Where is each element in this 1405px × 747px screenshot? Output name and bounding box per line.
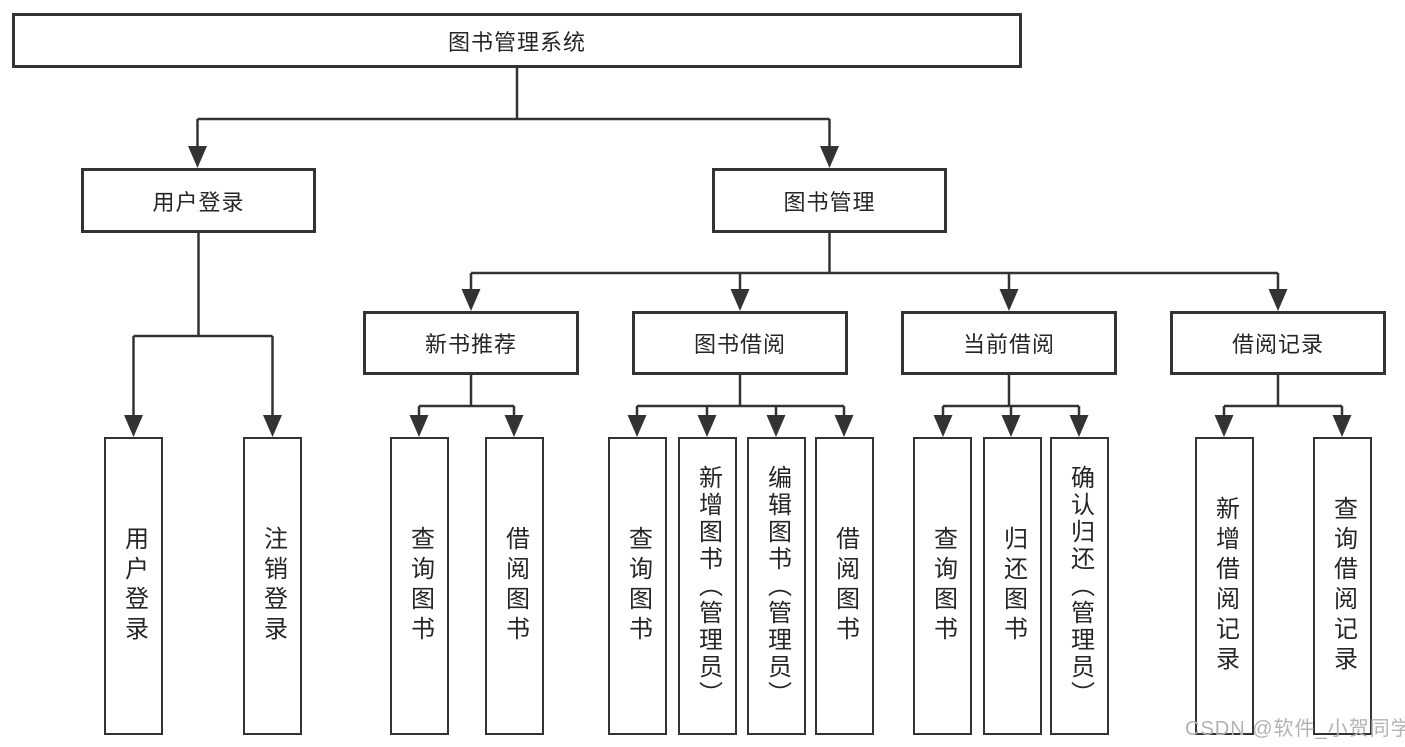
connector-book-borrow-to-leaves xyxy=(635,375,846,419)
connector-borrow-records-to-leaves xyxy=(1222,375,1344,419)
node-label: 新书推荐 xyxy=(424,332,517,357)
arrowhead xyxy=(766,415,786,437)
arrowhead xyxy=(409,415,429,437)
arrowhead xyxy=(504,415,524,437)
node-new-book-recommendation: 新书推荐 xyxy=(363,311,579,375)
arrowhead xyxy=(1214,415,1234,437)
node-label: 图书管理 xyxy=(783,189,876,215)
node-label: 新增借阅记录 xyxy=(1211,496,1239,676)
node-library-management-system: 图书管理系统 xyxy=(12,13,1022,68)
node-label: 借阅图书 xyxy=(831,526,859,646)
node-label: 归还图书 xyxy=(999,526,1027,646)
node-label: 用户登录 xyxy=(152,189,245,215)
node-add-books-admin: 新增图书（管理员） xyxy=(678,437,737,735)
node-label: 查询图书 xyxy=(406,526,434,646)
node-label: 查询借阅记录 xyxy=(1329,496,1357,676)
node-label: 用户登录 xyxy=(120,526,148,646)
arrowhead xyxy=(188,146,207,168)
arrowhead xyxy=(697,415,717,437)
arrowhead xyxy=(627,415,647,437)
connector-new-book-to-leaves xyxy=(417,375,516,419)
node-label: 新增图书（管理员） xyxy=(694,464,722,708)
node-label: 查询图书 xyxy=(624,526,652,646)
node-label: 图书管理系统 xyxy=(447,29,586,55)
node-current-borrowing: 当前借阅 xyxy=(901,311,1117,375)
arrowheads xyxy=(124,146,1352,437)
node-query-books-recommend: 查询图书 xyxy=(390,437,449,735)
node-label: 借阅记录 xyxy=(1231,332,1324,357)
node-confirm-return-admin: 确认归还（管理员） xyxy=(1050,437,1109,735)
node-borrow-books: 借阅图书 xyxy=(815,437,874,735)
node-label: 当前借阅 xyxy=(962,332,1055,357)
connector-current-borrow-to-leaves xyxy=(941,375,1081,419)
node-user-login: 用户登录 xyxy=(81,168,316,233)
node-label: 图书借阅 xyxy=(693,332,786,357)
arrowhead xyxy=(1268,289,1288,311)
arrowhead xyxy=(999,289,1019,311)
arrowhead xyxy=(1001,415,1021,437)
node-book-management: 图书管理 xyxy=(712,168,947,233)
node-book-borrowing: 图书借阅 xyxy=(632,311,848,375)
node-label: 注销登录 xyxy=(259,526,287,646)
watermark: CSDN @软件_小贺同学 xyxy=(1185,718,1405,740)
connector-root-to-level2 xyxy=(196,68,831,150)
arrowhead xyxy=(820,146,839,168)
node-return-books: 归还图书 xyxy=(983,437,1042,735)
node-label: 确认归还（管理员） xyxy=(1066,464,1094,708)
arrowhead xyxy=(730,289,750,311)
arrowhead xyxy=(461,289,481,311)
node-add-borrow-record: 新增借阅记录 xyxy=(1195,437,1254,735)
arrowhead xyxy=(933,415,953,437)
node-edit-books-admin: 编辑图书（管理员） xyxy=(747,437,806,735)
arrowhead xyxy=(1069,415,1089,437)
node-query-books-current: 查询图书 xyxy=(913,437,972,735)
arrowhead xyxy=(124,415,143,437)
node-borrow-books-recommend: 借阅图书 xyxy=(485,437,544,735)
node-label: 编辑图书（管理员） xyxy=(763,464,791,708)
node-label: 查询图书 xyxy=(929,526,957,646)
node-logout: 注销登录 xyxy=(243,437,302,735)
connector-user-login-to-leaves xyxy=(132,233,274,419)
node-query-books-borrow: 查询图书 xyxy=(608,437,667,735)
node-user-login-leaf: 用户登录 xyxy=(104,437,163,735)
arrowhead xyxy=(1332,415,1352,437)
node-label: 借阅图书 xyxy=(501,526,529,646)
arrowhead xyxy=(834,415,854,437)
node-borrowing-records: 借阅记录 xyxy=(1170,311,1386,375)
connector-book-management-to-level3 xyxy=(469,233,1280,292)
arrowhead xyxy=(263,415,282,437)
node-query-borrow-record: 查询借阅记录 xyxy=(1313,437,1372,735)
